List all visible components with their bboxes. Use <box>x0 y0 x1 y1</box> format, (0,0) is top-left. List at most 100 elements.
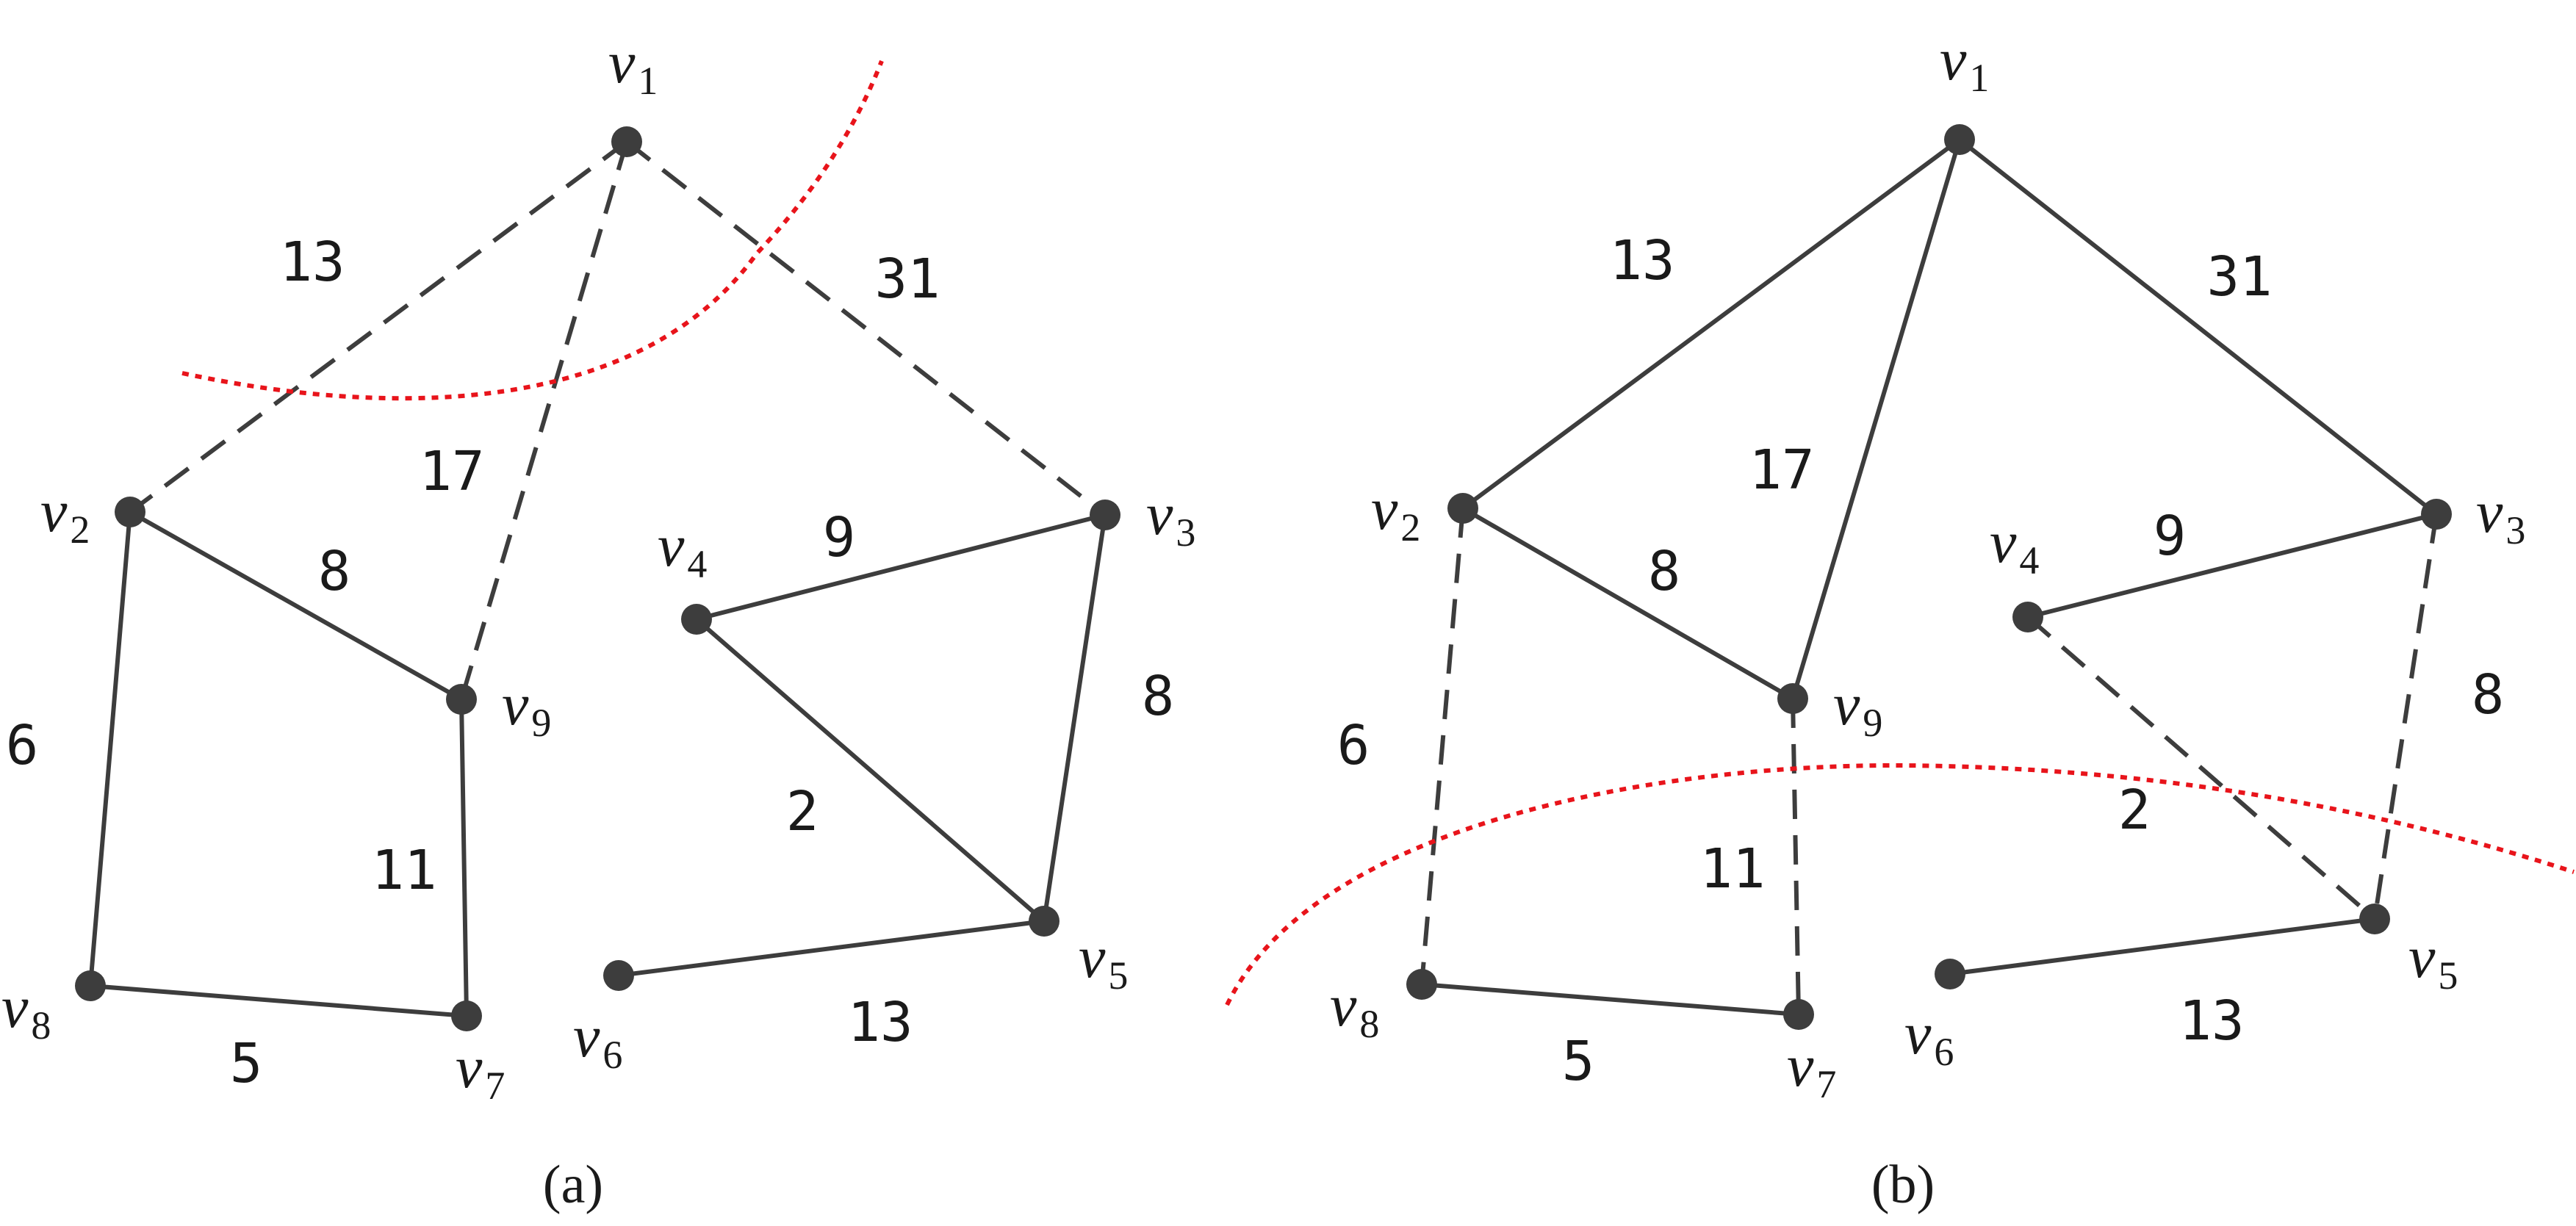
weight-label-v1-v9: 17 <box>419 440 484 503</box>
edge-v2-v9 <box>1461 506 1795 701</box>
vertex-label-base: v <box>1 973 29 1040</box>
weight-label-v3-v5: 8 <box>2472 663 2505 726</box>
vertex-label-base: v <box>1940 26 1967 93</box>
vertex-label-subscript: 3 <box>2505 508 2525 552</box>
weight-label-v1-v9: 17 <box>1749 439 1814 502</box>
vertex-label-v5: v5 <box>1079 923 1128 998</box>
edge-v2-v9 <box>128 510 464 702</box>
weight-label-v1-v2: 13 <box>279 231 345 294</box>
vertex-label-v8: v8 <box>1330 972 1379 1046</box>
edge-v6-v5 <box>616 919 1046 978</box>
vertex-label-v6: v6 <box>573 1003 622 1077</box>
weight-label-v2-v9: 8 <box>1648 540 1681 603</box>
vertex-label-v7: v7 <box>456 1034 505 1108</box>
weight-label-v3-v5: 8 <box>1142 665 1175 728</box>
vertex-label-base: v <box>1787 1032 1814 1099</box>
weight-label-v4-v3: 9 <box>823 506 856 569</box>
weight-label-v4-v3: 9 <box>2154 505 2187 568</box>
vertex-label-subscript: 8 <box>31 1003 51 1047</box>
edge-v8-v7 <box>1420 982 1801 1017</box>
vertex-label-base: v <box>608 29 636 95</box>
weight-label-v8-v7: 5 <box>230 1032 263 1095</box>
vertex-label-base: v <box>2476 478 2503 545</box>
vertex-label-base: v <box>573 1003 600 1070</box>
vertex-label-v7: v7 <box>1787 1032 1836 1106</box>
edge-v8-v7 <box>88 984 469 1018</box>
weight-label-v2-v8: 6 <box>1337 714 1370 777</box>
vertex-label-subscript: 9 <box>531 701 551 745</box>
vertex-label-v4: v4 <box>658 512 707 586</box>
vertex-label-subscript: 4 <box>2019 538 2039 583</box>
node-v3 <box>1090 500 1120 530</box>
weight-label-v9-v7: 11 <box>1699 837 1765 901</box>
weight-label-v1-v3: 31 <box>874 248 940 311</box>
weight-label-v2-v9: 8 <box>318 540 351 603</box>
weight-label-v4-v5: 2 <box>2118 779 2151 842</box>
node-v5 <box>1029 906 1059 937</box>
edge-v1-v3 <box>1957 137 2439 516</box>
vertex-label-v2: v2 <box>40 477 90 552</box>
node-v8 <box>75 970 106 1001</box>
vertex-label-subscript: 7 <box>1816 1062 1836 1106</box>
node-v7 <box>451 1000 482 1031</box>
vertex-label-v3: v3 <box>1146 480 1195 555</box>
vertex-label-v9: v9 <box>1833 671 1882 745</box>
vertex-label-base: v <box>1079 923 1106 990</box>
vertex-label-base: v <box>1330 972 1357 1039</box>
node-v2 <box>1447 493 1478 524</box>
node-v7 <box>1783 999 1814 1030</box>
vertex-label-base: v <box>502 671 529 738</box>
edge-v1-v9 <box>459 141 629 700</box>
weight-label-v6-v5: 13 <box>847 991 913 1054</box>
vertex-label-base: v <box>1833 671 1860 738</box>
vertex-label-v6: v6 <box>1904 1000 1954 1074</box>
node-v8 <box>1406 969 1437 1000</box>
panel-caption: (a) <box>543 1155 603 1215</box>
edge-v4-v3 <box>694 513 1107 621</box>
node-v4 <box>2012 602 2043 632</box>
vertex-label-subscript: 6 <box>602 1033 622 1077</box>
vertex-label-v4: v4 <box>1990 508 2039 583</box>
edge-v1-v3 <box>625 140 1107 517</box>
vertex-label-v1: v1 <box>1940 26 1989 100</box>
node-v5 <box>2359 904 2390 934</box>
vertex-label-subscript: 2 <box>70 508 90 552</box>
edge-v2-v8 <box>1420 508 1465 985</box>
weight-label-v9-v7: 11 <box>371 839 436 902</box>
vertex-label-subscript: 1 <box>638 59 658 103</box>
vertex-label-v8: v8 <box>1 973 51 1047</box>
edge-v3-v5 <box>1042 513 1107 923</box>
vertex-label-v3: v3 <box>2476 478 2525 552</box>
edge-v6-v5 <box>1948 917 2377 976</box>
vertex-label-subscript: 8 <box>1359 1002 1379 1046</box>
vertex-label-base: v <box>658 512 685 579</box>
vertex-label-subscript: 2 <box>1400 505 1420 549</box>
vertex-label-v2: v2 <box>1371 475 1420 549</box>
cut-curve <box>181 60 884 401</box>
node-v4 <box>681 604 712 635</box>
vertex-label-subscript: 3 <box>1176 511 1195 555</box>
vertex-label-v5: v5 <box>2408 923 2458 998</box>
vertex-label-subscript: 7 <box>485 1064 505 1108</box>
edge-v4-v3 <box>2026 512 2439 619</box>
panel-caption: (b) <box>1871 1155 1935 1215</box>
node-v3 <box>2421 499 2452 530</box>
vertex-label-v1: v1 <box>608 29 658 103</box>
node-v9 <box>1777 683 1808 714</box>
vertex-label-subscript: 5 <box>2438 953 2458 998</box>
vertex-label-subscript: 6 <box>1934 1030 1954 1074</box>
node-v1 <box>611 126 642 157</box>
weight-label-v6-v5: 13 <box>2179 989 2244 1053</box>
vertex-label-base: v <box>2408 923 2436 990</box>
vertex-label-subscript: 5 <box>1108 953 1128 998</box>
weight-label-v1-v2: 13 <box>1609 229 1674 292</box>
node-v1 <box>1944 124 1975 155</box>
vertex-label-base: v <box>456 1034 483 1100</box>
cut-curve <box>1225 762 2575 1006</box>
edge-v9-v7 <box>1791 698 1801 1015</box>
edge-v4-v5 <box>2026 615 2376 921</box>
edge-v1-v9 <box>1791 137 1962 701</box>
